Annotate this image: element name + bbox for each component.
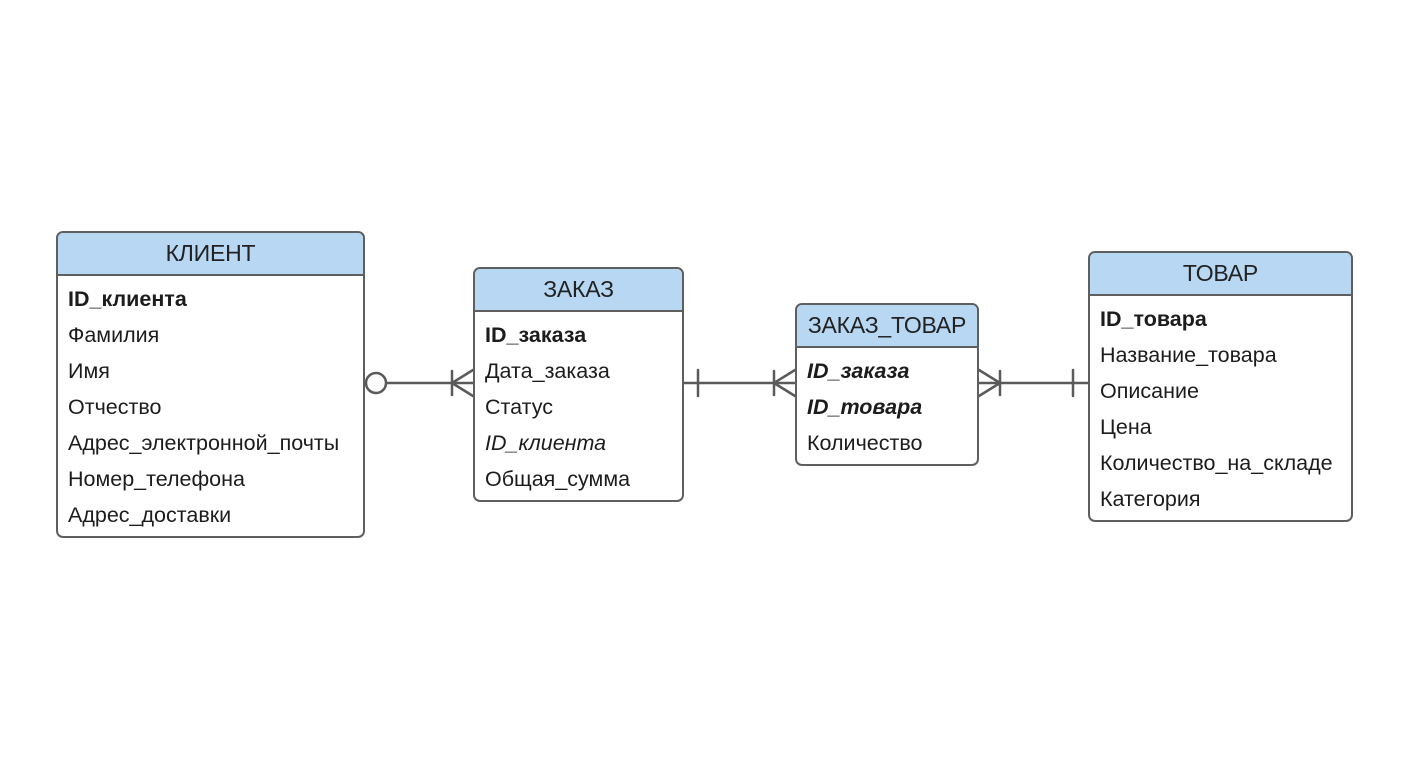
attribute: Название_товара: [1100, 343, 1277, 367]
attribute-list: ID_заказа ID_товара Количество: [797, 348, 977, 461]
attribute: Категория: [1100, 487, 1201, 511]
attribute: Адрес_электронной_почты: [68, 431, 340, 455]
entity-client[interactable]: КЛИЕНТ ID_клиента Фамилия Имя Отчество А…: [56, 231, 365, 538]
attribute-composite-key: ID_заказа: [807, 359, 910, 383]
attribute-list: ID_товара Название_товара Описание Цена …: [1090, 296, 1351, 517]
entity-title: ТОВАР: [1090, 253, 1351, 296]
attribute: Общая_сумма: [485, 467, 631, 491]
attribute: Статус: [485, 395, 553, 419]
attribute-primary-key: ID_клиента: [68, 287, 187, 311]
entity-title: ЗАКАЗ: [475, 269, 682, 312]
entity-title: КЛИЕНТ: [58, 233, 363, 276]
relationship-order-item-product: [977, 368, 1090, 398]
attribute: Отчество: [68, 395, 162, 419]
attribute: Цена: [1100, 415, 1152, 439]
attribute-foreign-key: ID_клиента: [485, 431, 607, 455]
crows-foot-lower: [772, 381, 797, 398]
attribute: Номер_телефона: [68, 467, 245, 491]
crows-foot-lower: [977, 381, 1002, 398]
attribute-primary-key: ID_заказа: [485, 323, 587, 347]
attribute-list: ID_заказа Дата_заказа Статус ID_клиента …: [475, 312, 682, 497]
entity-order-item[interactable]: ЗАКАЗ_ТОВАР ID_заказа ID_товара Количест…: [795, 303, 979, 466]
attribute-composite-key: ID_товара: [807, 395, 923, 419]
attribute: Имя: [68, 359, 110, 383]
entity-product[interactable]: ТОВАР ID_товара Название_товара Описание…: [1088, 251, 1353, 522]
attribute: Адрес_доставки: [68, 503, 232, 527]
crows-foot-upper: [977, 368, 1002, 385]
attribute: Дата_заказа: [485, 359, 610, 383]
zero-optional-marker: [364, 371, 388, 395]
attribute: Фамилия: [68, 323, 160, 347]
crows-foot-lower: [450, 381, 475, 398]
attribute: Количество_на_складе: [1100, 451, 1333, 475]
attribute-list: ID_клиента Фамилия Имя Отчество Адрес_эл…: [58, 276, 363, 533]
crows-foot-upper: [772, 368, 797, 385]
crows-foot-upper: [450, 368, 475, 385]
relationship-order-order-item: [682, 368, 797, 398]
attribute: Описание: [1100, 379, 1199, 403]
entity-order[interactable]: ЗАКАЗ ID_заказа Дата_заказа Статус ID_кл…: [473, 267, 684, 502]
attribute: Количество: [807, 431, 923, 455]
attribute-primary-key: ID_товара: [1100, 307, 1207, 331]
relationship-client-order: [364, 368, 475, 398]
entity-title: ЗАКАЗ_ТОВАР: [797, 305, 977, 348]
